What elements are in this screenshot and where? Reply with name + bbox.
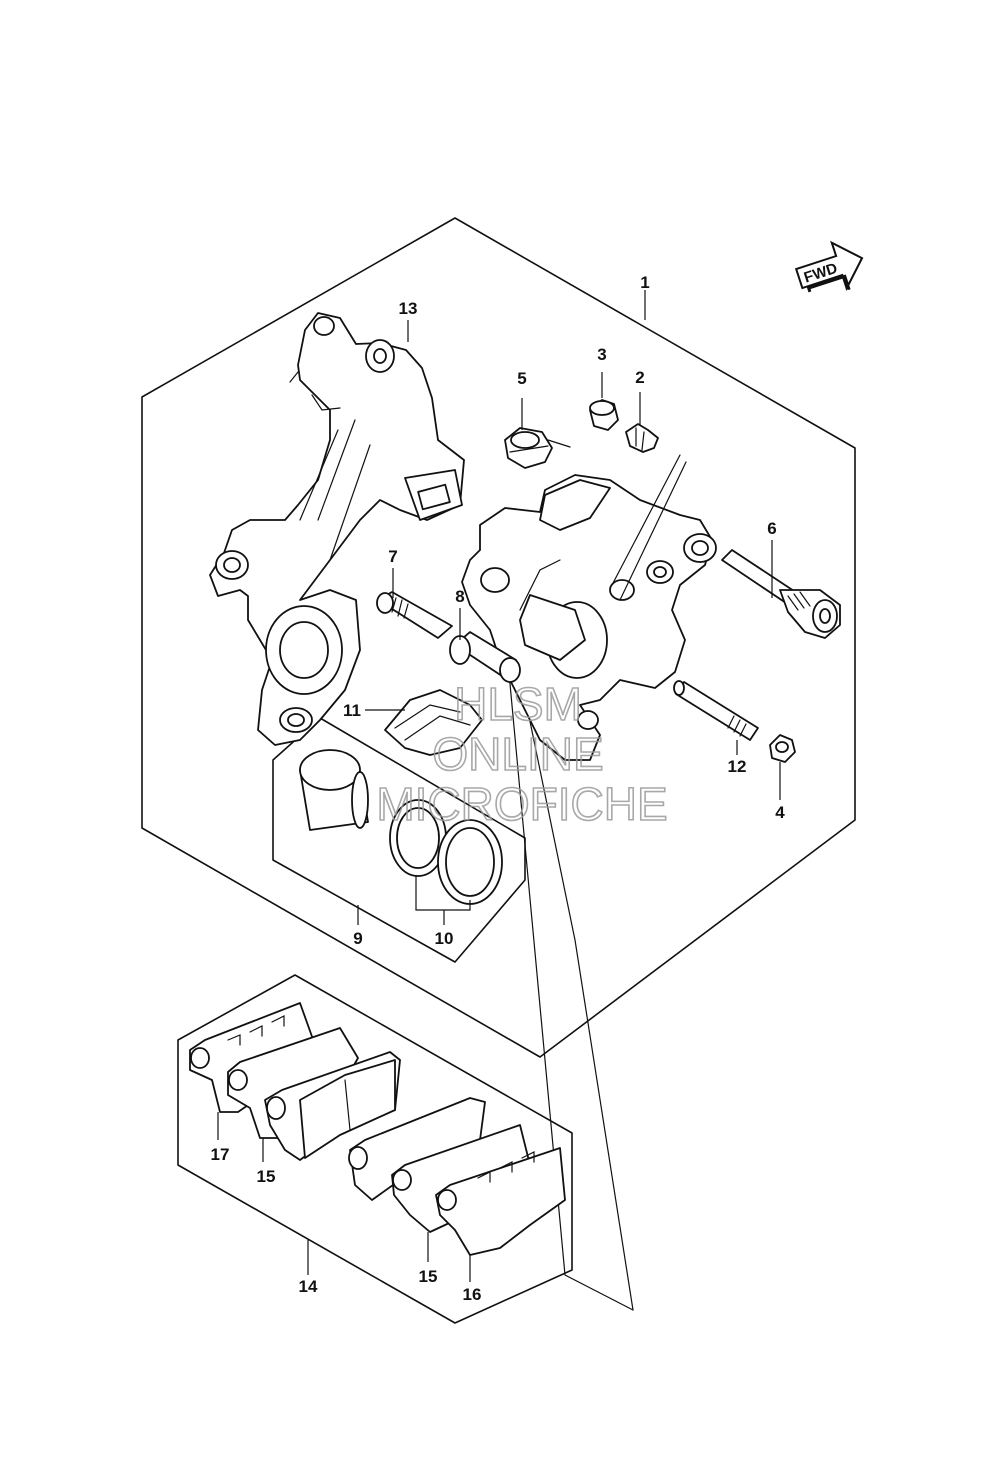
callout-16: 16 [463, 1285, 482, 1304]
pin-boot [504, 427, 553, 469]
callout-1: 1 [640, 273, 649, 292]
callout-11: 11 [343, 701, 361, 720]
slide-pin-short [376, 591, 453, 639]
callout-3: 3 [597, 345, 606, 364]
leader-lines [217, 290, 781, 1282]
callout-17: 17 [211, 1145, 230, 1164]
callout-7: 7 [388, 547, 397, 566]
callout-6: 6 [767, 519, 776, 538]
slide-pin-long [721, 549, 841, 639]
callout-2: 2 [635, 368, 644, 387]
callout-4: 4 [775, 803, 785, 822]
piston-seals [389, 799, 503, 905]
guide-bolt [673, 680, 759, 741]
watermark-line-3: MICROFICHE [376, 778, 667, 830]
shim-right-outer [435, 1147, 566, 1256]
forward-arrow-icon: FWD [794, 240, 864, 293]
piston [299, 749, 369, 831]
pad-set-outline [177, 974, 573, 1324]
callout-14: 14 [299, 1277, 318, 1296]
piston-group-outline [272, 717, 526, 963]
bleeder-cap [589, 399, 619, 431]
callout-5: 5 [517, 369, 526, 388]
callout-8: 8 [455, 587, 464, 606]
caliper-assembly-outline [141, 217, 856, 1058]
callout-15-right: 15 [419, 1267, 438, 1286]
watermark-line-2: ONLINE [432, 728, 603, 780]
pad-spring [384, 689, 483, 756]
callout-13: 13 [399, 299, 418, 318]
caliper-bracket [209, 312, 465, 746]
brake-pad-left [264, 1051, 401, 1161]
callout-10: 10 [435, 929, 454, 948]
callout-12: 12 [728, 757, 747, 776]
callout-9: 9 [353, 929, 362, 948]
sleeve [449, 631, 521, 683]
pin-cap [769, 734, 796, 763]
caliper-body [461, 439, 717, 761]
watermark-line-1: HLSM [454, 678, 582, 730]
bleeder-valve [625, 423, 659, 453]
callout-15-left: 15 [257, 1167, 276, 1186]
